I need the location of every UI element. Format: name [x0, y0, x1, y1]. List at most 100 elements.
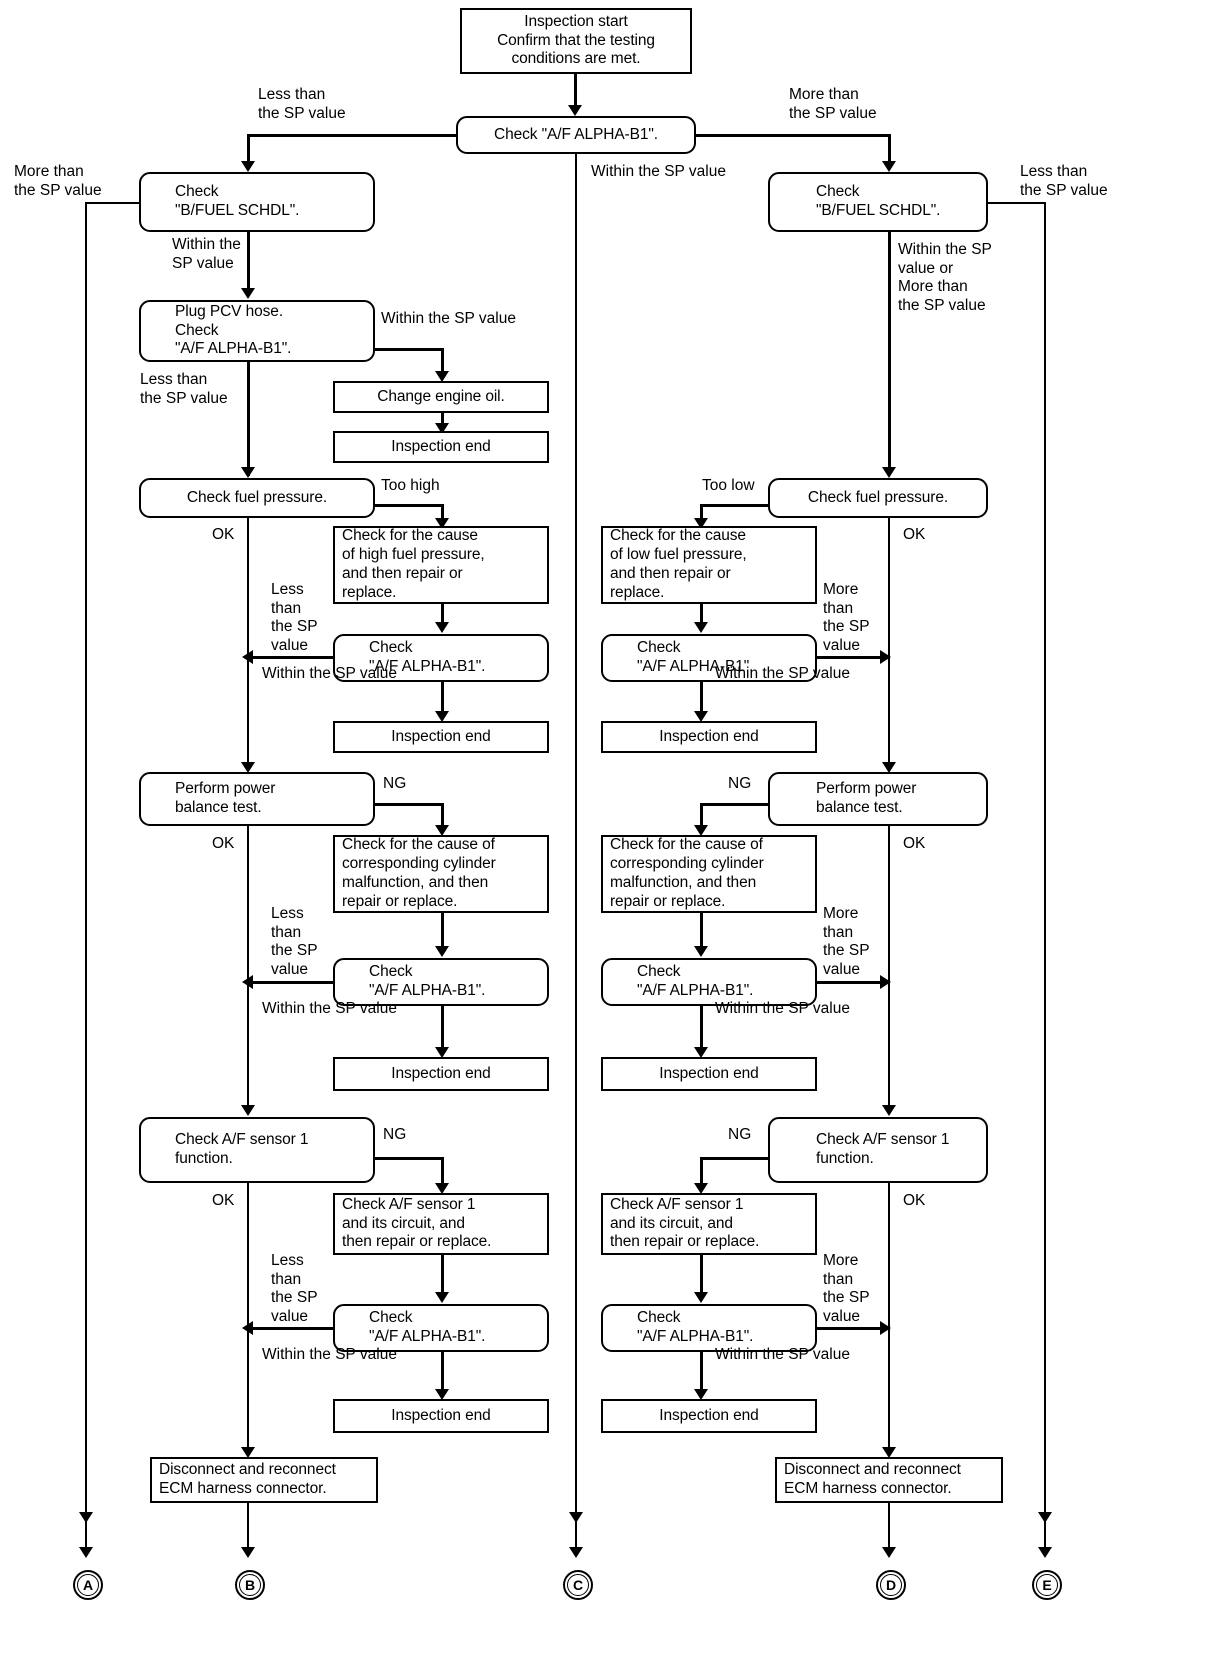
arrowhead-down-insp-end-3R	[694, 1047, 708, 1058]
line-too-low-down	[700, 504, 703, 524]
line-r2-back	[815, 656, 883, 659]
label-within-sp-1R: Within the SP value	[715, 665, 850, 682]
line-ng-right-3-down	[700, 1157, 703, 1189]
arrowhead-right-r4-back	[880, 1321, 891, 1335]
arrowhead-down-right-fuel-press	[882, 467, 896, 478]
arrowhead-down-terminal-d	[882, 1547, 896, 1558]
line-ecm-R-down	[888, 1503, 890, 1555]
node-high-fuel-pressure-cause: Check for the cause of high fuel pressur…	[333, 526, 549, 604]
node-ecm-harness-L: Disconnect and reconnect ECM harness con…	[150, 1457, 378, 1503]
arrowhead-down-left-bfuel	[241, 161, 255, 172]
terminal-d-label: D	[885, 1577, 897, 1593]
line-farleft-down	[85, 202, 87, 1520]
label-within-sp-2R: Within the SP value	[715, 1000, 850, 1017]
arrowhead-down-terminal-b	[241, 1547, 255, 1558]
line-top-left-down	[247, 134, 250, 166]
line-r3-down-end	[700, 1006, 703, 1051]
node-ecm-harness-R: Disconnect and reconnect ECM harness con…	[775, 1457, 1003, 1503]
line-top-right-down	[888, 134, 891, 166]
line-l2-down-end	[441, 682, 444, 716]
node-low-fuel-pressure-cause: Check for the cause of low fuel pressure…	[601, 526, 817, 604]
node-left-bfuel-schdl: Check "B/FUEL SCHDL".	[139, 172, 375, 232]
arrowhead-down-right-bfuel	[882, 161, 896, 172]
label-less-than-stack-2: Less than the SP value	[271, 905, 318, 978]
line-farright-down	[1044, 202, 1046, 1520]
terminal-e: E	[1032, 1570, 1062, 1600]
node-left-check-fuel-pressure: Check fuel pressure.	[139, 478, 375, 518]
terminal-e-label: E	[1042, 1577, 1052, 1593]
line-farright-out	[986, 202, 1046, 204]
line-center-down-to-c	[575, 154, 577, 1520]
node-check-af-alpha-r4: Check "A/F ALPHA-B1".	[601, 1304, 817, 1352]
label-within-sp-left-bfuel: Within the SP value	[172, 236, 241, 272]
label-within-or-more-right-bfuel: Within the SP value or More than the SP …	[898, 241, 992, 314]
label-ok-left-2: OK	[212, 835, 235, 852]
label-within-sp-3L: Within the SP value	[262, 1346, 397, 1363]
arrowhead-down-check-af-l4	[435, 1292, 449, 1303]
terminal-c-label: C	[572, 1577, 584, 1593]
label-more-than-sp-far-left: More than the SP value	[14, 163, 102, 199]
node-left-check-af-sensor-function: Check A/F sensor 1 function.	[139, 1117, 375, 1183]
line-high-cause-down	[441, 604, 444, 628]
arrowhead-down-insp-end-4R	[694, 1389, 708, 1400]
line-start-to-check	[574, 74, 577, 108]
label-less-than-sp-far-right: Less than the SP value	[1020, 163, 1108, 199]
node-inspection-end-3R: Inspection end	[601, 1057, 817, 1091]
node-left-power-balance-test: Perform power balance test.	[139, 772, 375, 826]
label-more-than-stack-2: More than the SP value	[823, 905, 870, 978]
line-cyl-cause-R-down	[700, 913, 703, 951]
label-ng-right-2: NG	[728, 775, 752, 792]
line-ng-right-2	[700, 803, 770, 806]
terminal-a: A	[73, 1570, 103, 1600]
node-sensor-circuit-R: Check A/F sensor 1 and its circuit, and …	[601, 1193, 817, 1255]
arrowhead-down-terminal-e	[1038, 1512, 1052, 1523]
label-more-than-sp-top-right: More than the SP value	[789, 86, 877, 122]
node-right-check-af-sensor-function: Check A/F sensor 1 function.	[768, 1117, 988, 1183]
node-cylinder-cause-R: Check for the cause of corresponding cyl…	[601, 835, 817, 913]
line-l4-down-end	[441, 1352, 444, 1394]
line-pcv-right	[373, 348, 443, 351]
node-check-af-alpha-l2: Check "A/F ALPHA-B1".	[333, 634, 549, 682]
arrowhead-down-check-af-r2	[694, 622, 708, 633]
line-too-high	[373, 504, 443, 507]
line-sensor-circuit-L-down	[441, 1255, 444, 1297]
node-right-power-balance-test: Perform power balance test.	[768, 772, 988, 826]
terminal-b: B	[235, 1570, 265, 1600]
label-less-than-stack-3: Less than the SP value	[271, 1252, 318, 1325]
arrowhead-down-low-cause	[694, 518, 708, 529]
node-check-af-alpha-l3: Check "A/F ALPHA-B1".	[333, 958, 549, 1006]
line-top-left-branch	[247, 134, 459, 137]
terminal-d: D	[876, 1570, 906, 1600]
arrowhead-right-r3-back	[880, 975, 891, 989]
node-inspection-start: Inspection start Confirm that the testin…	[460, 8, 692, 74]
line-right-ok-1	[888, 518, 890, 768]
label-ng-right-3: NG	[728, 1126, 752, 1143]
arrowhead-down-right-power-balance	[882, 762, 896, 773]
label-within-sp-pcv: Within the SP value	[381, 310, 516, 327]
arrowhead-left-l3-back	[242, 975, 253, 989]
arrowhead-down-insp-end-2L	[435, 711, 449, 722]
line-ng-right-3	[700, 1157, 770, 1160]
arrowhead-down-right-sensor-fn	[882, 1105, 896, 1116]
arrowhead-down-ecm-L	[241, 1447, 255, 1458]
arrowhead-down-change-oil	[435, 371, 449, 382]
arrowhead-down-insp-end-4L	[435, 1389, 449, 1400]
line-top-right-branch	[694, 134, 890, 137]
label-within-sp-2L: Within the SP value	[262, 1000, 397, 1017]
arrowhead-down-e-final	[1038, 1547, 1052, 1558]
arrowhead-down-check-af-r3	[694, 946, 708, 957]
node-inspection-end-1: Inspection end	[333, 431, 549, 463]
line-pcv-down-fuel	[247, 362, 250, 476]
node-check-af-alpha-top: Check "A/F ALPHA-B1".	[456, 116, 696, 154]
line-l2-back	[253, 656, 333, 659]
line-farright-to-e	[1044, 1520, 1046, 1555]
line-farleft-to-a	[85, 1520, 87, 1555]
line-farleft-out	[85, 202, 141, 204]
node-inspection-end-2L: Inspection end	[333, 721, 549, 753]
arrowhead-down-left-fuel-press	[241, 467, 255, 478]
label-too-low: Too low	[702, 477, 755, 494]
arrowhead-down-cyl-cause-L	[435, 825, 449, 836]
label-less-than-stack-1: Less than the SP value	[271, 581, 318, 654]
line-ng-left-2-down	[441, 803, 444, 831]
